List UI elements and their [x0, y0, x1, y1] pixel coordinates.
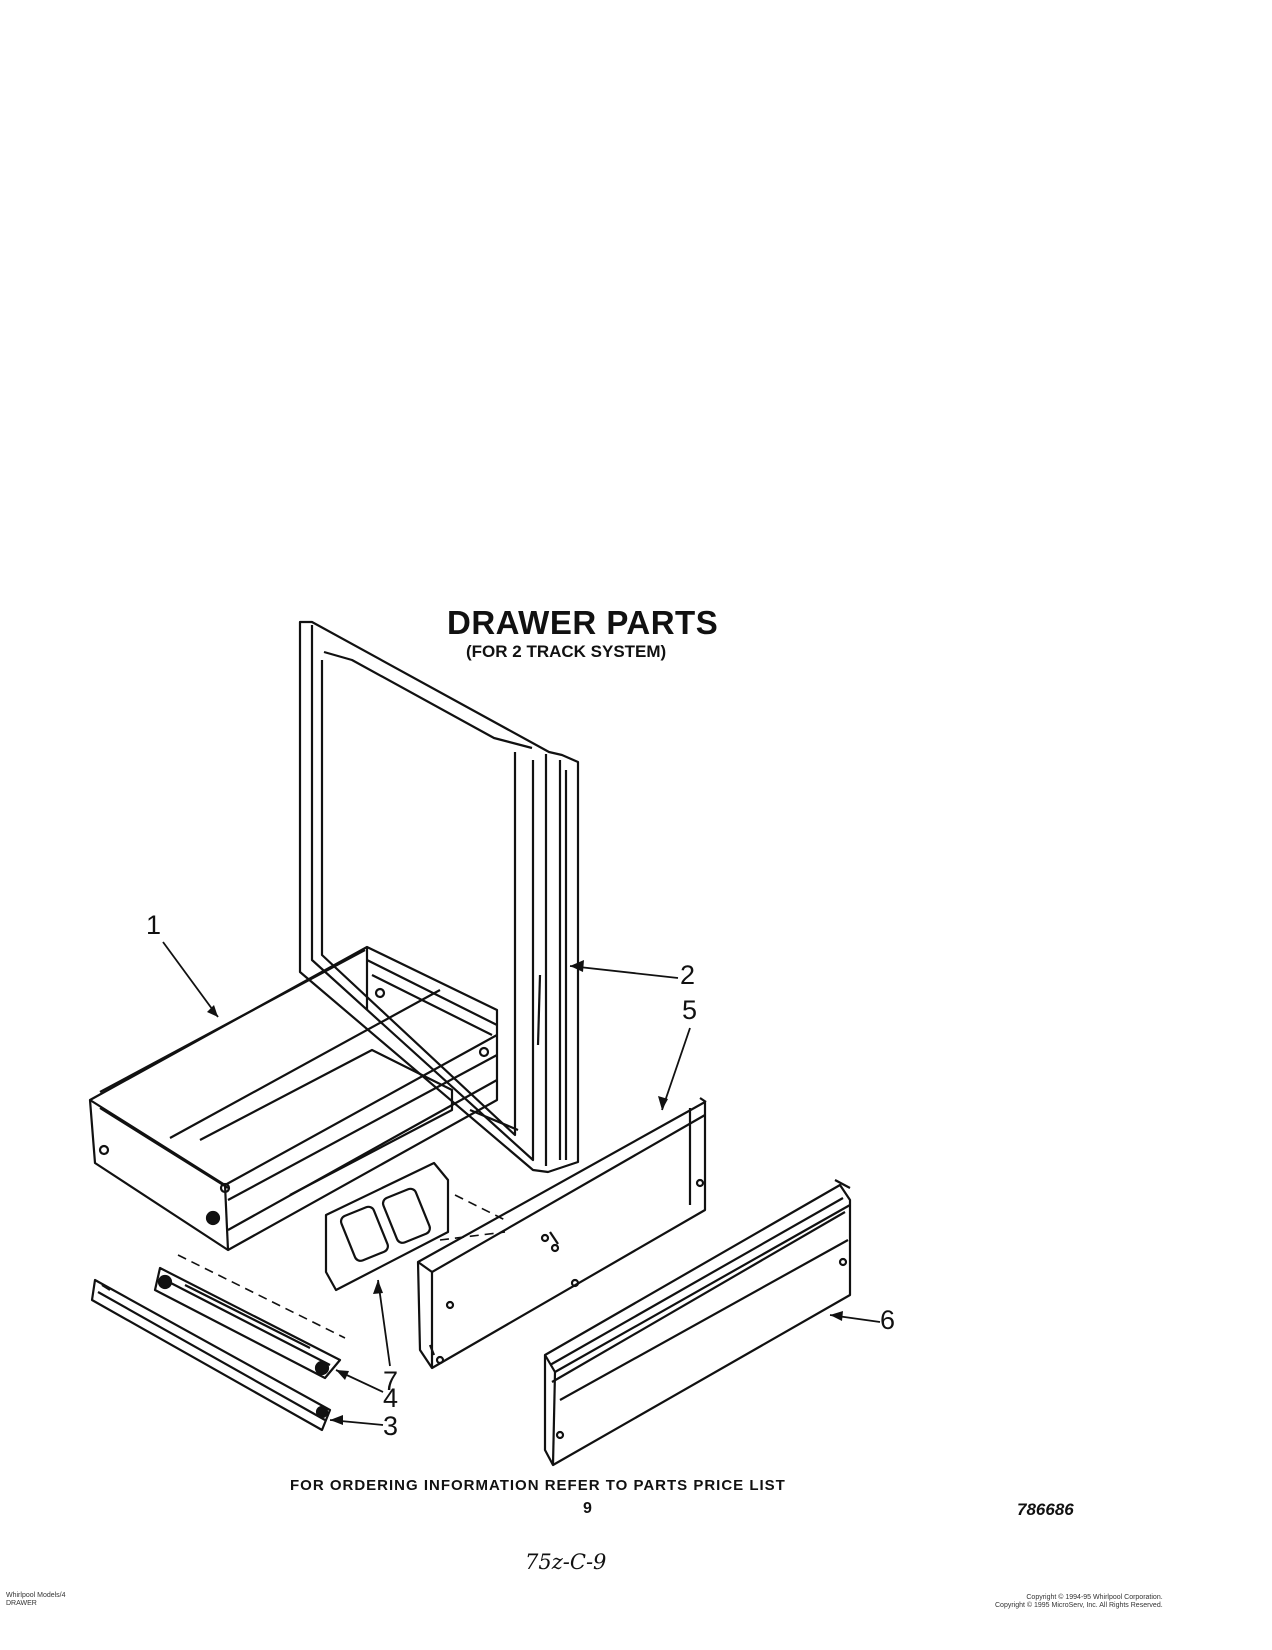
small-left-line-2: DRAWER — [6, 1600, 37, 1607]
part-1-drawer-pan — [88, 945, 499, 1252]
small-left-line-1: Whirlpool Models/4 — [6, 1592, 66, 1599]
document-number: 786686 — [1017, 1500, 1074, 1519]
small-print-right: Copyright © 1994-95 Whirlpool Corporatio… — [995, 1594, 1163, 1610]
leader-lines — [162, 941, 881, 1426]
leader-1 — [162, 941, 219, 1018]
phantom-lines — [177, 1194, 506, 1339]
part-3-rail — [90, 1278, 332, 1432]
leader-7 — [377, 1279, 391, 1367]
leader-2 — [569, 965, 679, 979]
callout-7: 7 — [383, 1366, 399, 1396]
arrowheads — [207, 960, 843, 1425]
part-6-front-panel — [543, 1179, 852, 1467]
callout-2: 2 — [680, 960, 696, 990]
small-right-line-2: Copyright © 1995 MicroServ, Inc. All Rig… — [995, 1602, 1163, 1609]
callout-3: 3 — [383, 1411, 399, 1441]
ordering-note: FOR ORDERING INFORMATION REFER TO PARTS … — [290, 1477, 786, 1494]
callout-1: 1 — [146, 910, 162, 940]
part-4-track — [153, 1266, 342, 1380]
page-number: 9 — [583, 1500, 592, 1517]
callout-4: 4 — [383, 1383, 399, 1413]
callout-6: 6 — [880, 1305, 896, 1335]
leader-5 — [661, 1027, 691, 1111]
part-2-frame — [298, 620, 580, 1174]
small-print-left: Whirlpool Models/4 DRAWER — [6, 1592, 66, 1608]
handwritten-note: 75z-C-9 — [525, 1550, 607, 1574]
part-7-bracket — [324, 1161, 450, 1292]
diagram-title: DRAWER PARTS — [447, 604, 719, 641]
diagram-subtitle: (FOR 2 TRACK SYSTEM) — [466, 642, 667, 661]
small-right-line-1: Copyright © 1994-95 Whirlpool Corporatio… — [1026, 1594, 1163, 1601]
part-5-panel — [416, 1097, 707, 1370]
callout-5: 5 — [682, 995, 698, 1025]
